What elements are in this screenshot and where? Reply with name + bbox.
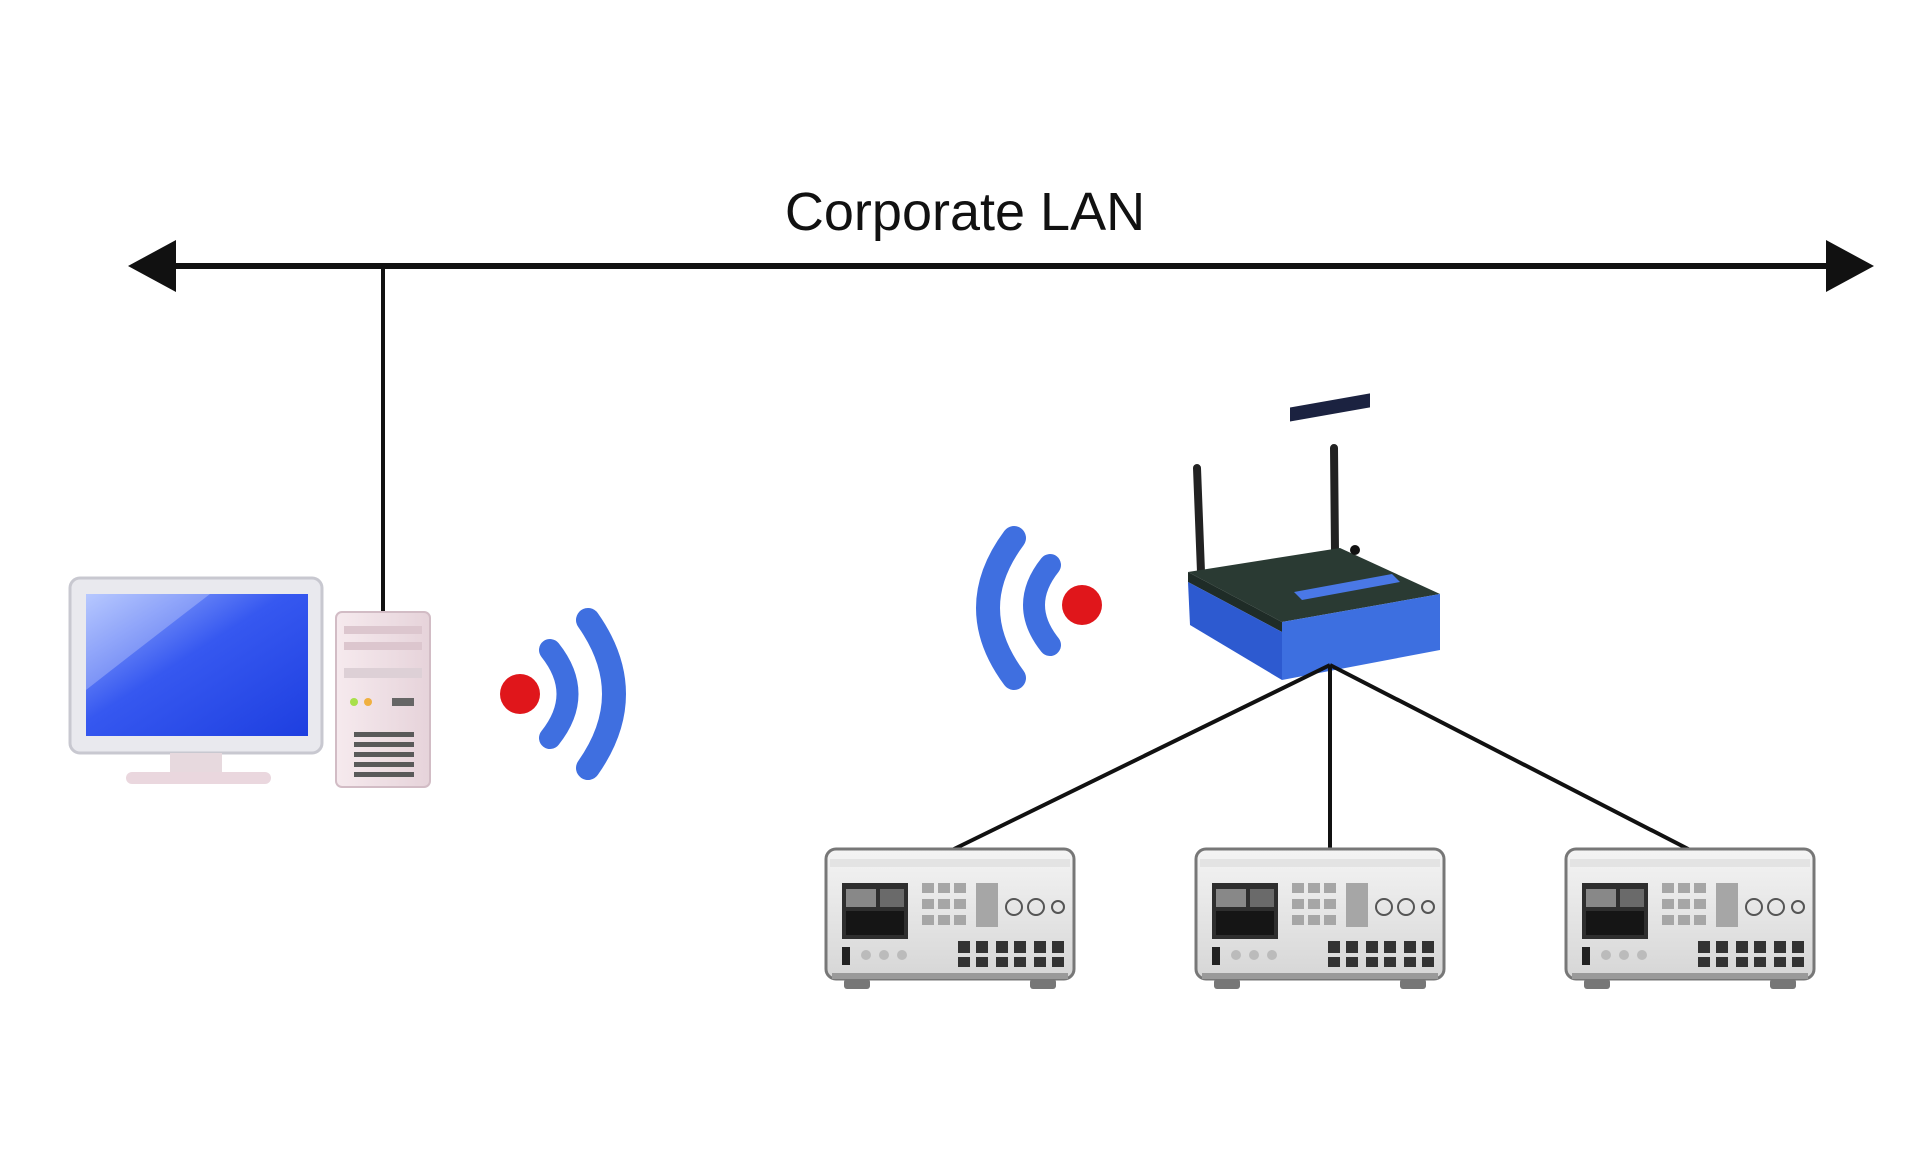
wireless-signal-icon bbox=[976, 526, 1102, 690]
wireless-router-icon bbox=[1188, 393, 1440, 680]
test-instrument-icon bbox=[1194, 847, 1446, 989]
arrow-left-icon bbox=[128, 240, 176, 292]
test-instrument-icon bbox=[1564, 847, 1816, 989]
router-links bbox=[949, 663, 1693, 853]
test-instrument-icon bbox=[824, 847, 1076, 989]
lan-label: Corporate LAN bbox=[785, 182, 1145, 242]
lan-backbone: Corporate LAN bbox=[128, 182, 1874, 292]
arrow-right-icon bbox=[1826, 240, 1874, 292]
desktop-computer-icon bbox=[68, 576, 431, 788]
wireless-signal-icon bbox=[500, 608, 626, 780]
